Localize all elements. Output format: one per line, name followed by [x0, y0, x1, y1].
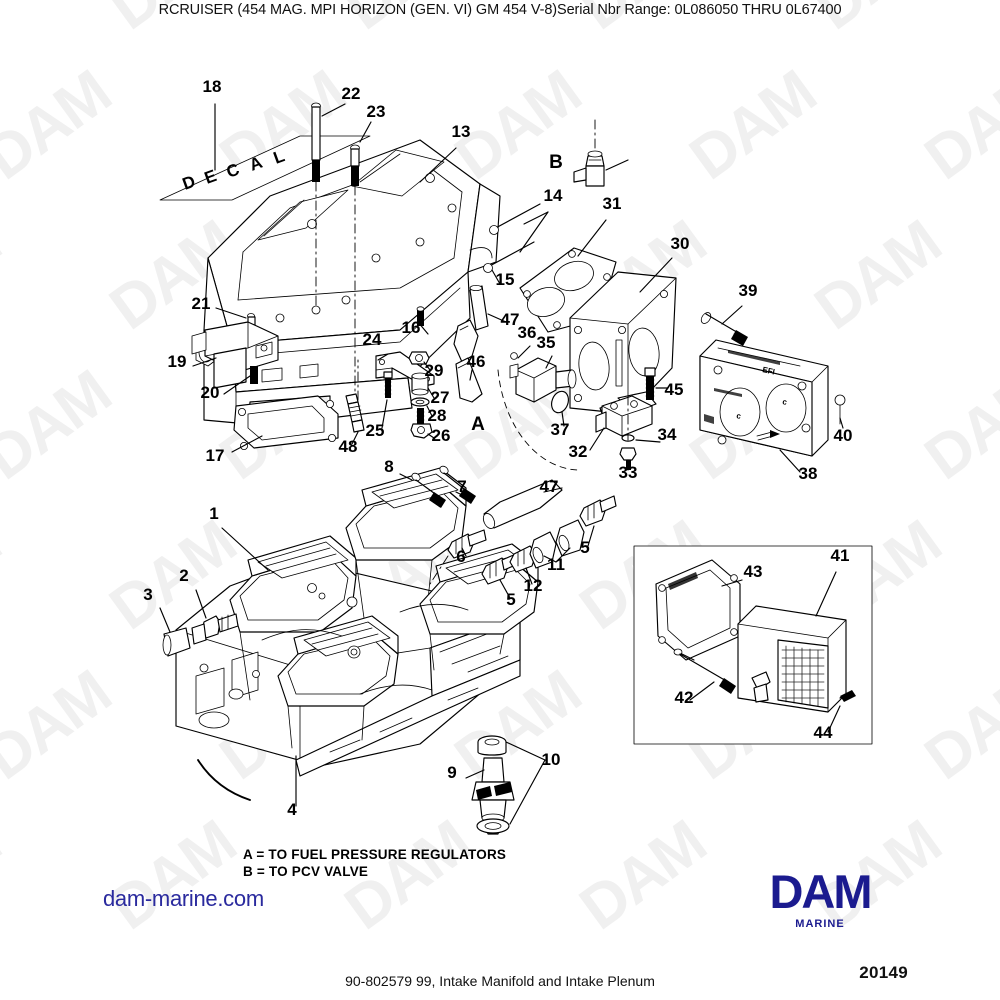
callout-47: 47: [501, 310, 520, 329]
inset-detail-box: [633, 545, 873, 745]
callout-30: 30: [671, 234, 690, 253]
page-title: RCRUISER (454 MAG. MPI HORIZON (GEN. VI)…: [158, 2, 842, 18]
callout-39: 39: [739, 281, 758, 300]
callout-16: 16: [402, 318, 421, 337]
callout-41: 41: [831, 546, 850, 565]
plenum-long-bolts: [311, 102, 372, 411]
callout-26: 26: [432, 426, 451, 445]
legend-block: A = TO FUEL PRESSURE REGULATORS B = TO P…: [243, 846, 506, 880]
callout-34: 34: [658, 425, 677, 444]
callout-37: 37: [551, 420, 570, 439]
footer-caption: 90-802579 99, Intake Manifold and Intake…: [345, 973, 655, 989]
callout-5: 5: [580, 538, 589, 557]
fuel-injector-9: [465, 735, 546, 835]
callout-5: 5: [506, 590, 515, 609]
header-bar: RCRUISER (454 MAG. MPI HORIZON (GEN. VI)…: [0, 0, 1000, 22]
callout-40: 40: [834, 426, 853, 445]
logo-wordmark: DAM: [769, 865, 872, 918]
pcv-fitting-49: [573, 117, 629, 187]
callout-22: 22: [342, 84, 361, 103]
dam-logo: DAM MARINE: [740, 865, 900, 931]
flame-arrestor-38: EFI c c: [699, 305, 846, 473]
ref-a: A: [471, 414, 485, 435]
manifold-sensor-2-3: [159, 589, 239, 657]
decal-letter-0: D: [180, 172, 198, 194]
callout-6: 6: [456, 547, 465, 566]
callout-12: 12: [524, 576, 543, 595]
callout-42: 42: [675, 688, 694, 707]
callout-45: 45: [665, 380, 684, 399]
callout-28: 28: [428, 406, 447, 425]
idle-bracket-group: [589, 367, 669, 471]
callout-32: 32: [569, 442, 588, 461]
callout-number-layer: 1234556789101112131415161718192021222324…: [143, 77, 852, 819]
callout-3: 3: [143, 585, 152, 604]
callout-33: 33: [619, 463, 638, 482]
callout-35: 35: [537, 333, 556, 352]
callout-2: 2: [179, 566, 188, 585]
callout-44: 44: [814, 723, 833, 742]
callout-9: 9: [447, 763, 456, 782]
plenum-gasket-17: [231, 395, 339, 453]
intake-manifold-4: [175, 467, 539, 807]
callout-7: 7: [457, 477, 466, 496]
callout-36: 36: [518, 323, 537, 342]
callout-24: 24: [363, 330, 382, 349]
ref-b: B: [549, 152, 563, 173]
svg-text:c: c: [782, 397, 789, 407]
footer-code: 20149: [859, 963, 908, 982]
callout-17: 17: [206, 446, 225, 465]
callout-14: 14: [544, 186, 563, 205]
callout-15: 15: [496, 270, 515, 289]
callout-21: 21: [192, 294, 211, 313]
callout-27: 27: [431, 388, 450, 407]
callout-18: 18: [203, 77, 222, 96]
callout-31: 31: [603, 194, 622, 213]
fuel-fittings-group: [429, 479, 617, 599]
small-parts-cluster-mid: [345, 284, 507, 445]
efi-marking: EFI: [762, 365, 776, 376]
plenum-side-module-group: [191, 307, 279, 395]
tps-sensor-group: [497, 345, 581, 471]
callout-20: 20: [201, 383, 220, 402]
callout-46: 46: [467, 352, 486, 371]
callout-1: 1: [209, 504, 218, 523]
callout-10: 10: [542, 750, 561, 769]
callout-25: 25: [366, 421, 385, 440]
legend-line-b: B = TO PCV VALVE: [243, 864, 369, 879]
site-url[interactable]: dam-marine.com: [103, 886, 264, 911]
legend-line-a: A = TO FUEL PRESSURE REGULATORS: [243, 847, 507, 862]
callout-38: 38: [799, 464, 818, 483]
callout-19: 19: [168, 352, 187, 371]
callout-13: 13: [452, 122, 471, 141]
decal-letter-3: A: [247, 153, 265, 175]
svg-text:c: c: [736, 411, 743, 421]
callout-4: 4: [287, 800, 297, 819]
decal-letter-2: C: [224, 160, 242, 182]
callout-43: 43: [744, 562, 763, 581]
callout-47: 47: [540, 477, 559, 496]
callout-23: 23: [367, 102, 386, 121]
manifold-studs-7-8: [399, 465, 476, 508]
plenum-studs-14-15: [483, 203, 549, 285]
callout-29: 29: [425, 361, 444, 380]
callout-8: 8: [384, 457, 393, 476]
callout-11: 11: [547, 555, 565, 574]
reference-letter-layer: AB: [471, 152, 563, 435]
callout-48: 48: [339, 437, 358, 456]
logo-subtext: MARINE: [795, 918, 845, 930]
